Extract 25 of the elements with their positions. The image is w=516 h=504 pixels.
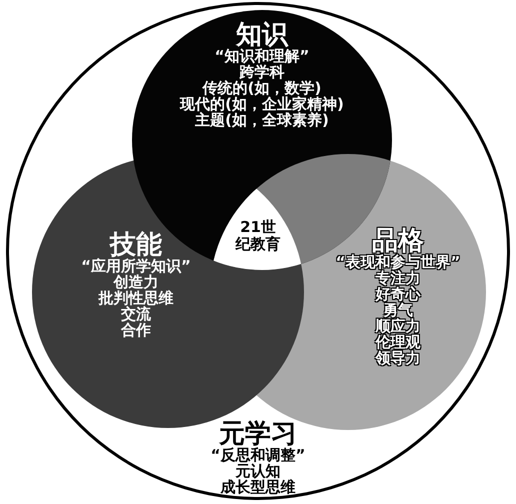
circle-item: 现代的(如，企业家精神) [180,96,344,113]
circle-item: “表现和参与世界” [336,255,460,272]
circle-item: 批判性思维 [98,291,174,307]
circle-item: 勇气 [383,302,413,319]
circle-item: 创造力 [114,275,158,292]
circle-item: 合作 [121,322,151,339]
circle-item: 顺应力 [376,318,420,335]
circle-heading: 知识 [236,22,288,50]
circle-item: “应用所学知识” [81,259,191,276]
circle-item: 交流 [121,306,151,323]
circle-item: “反思和调整” [210,448,306,464]
circle-heading: 元学习 [219,421,297,448]
circle-item: 主题(如，全球素养) [195,112,329,129]
circle-item: 伦理观 [376,334,420,351]
circle-item: 领导力 [376,350,420,367]
circle-item: 成长型思维 [220,480,296,496]
center-label: 21世纪教育 [233,219,283,252]
circle-heading: 品格 [372,228,424,256]
circle-item: 好奇心 [376,287,420,303]
circle-item: “知识和理解” [214,49,310,66]
circle-item: 元认知 [236,464,280,480]
circle-item: 跨学科 [240,65,284,82]
circle-item: 专注力 [376,271,420,288]
circle-heading: 技能 [110,232,162,260]
circle-item: 传统的(如，数学) [202,81,322,97]
